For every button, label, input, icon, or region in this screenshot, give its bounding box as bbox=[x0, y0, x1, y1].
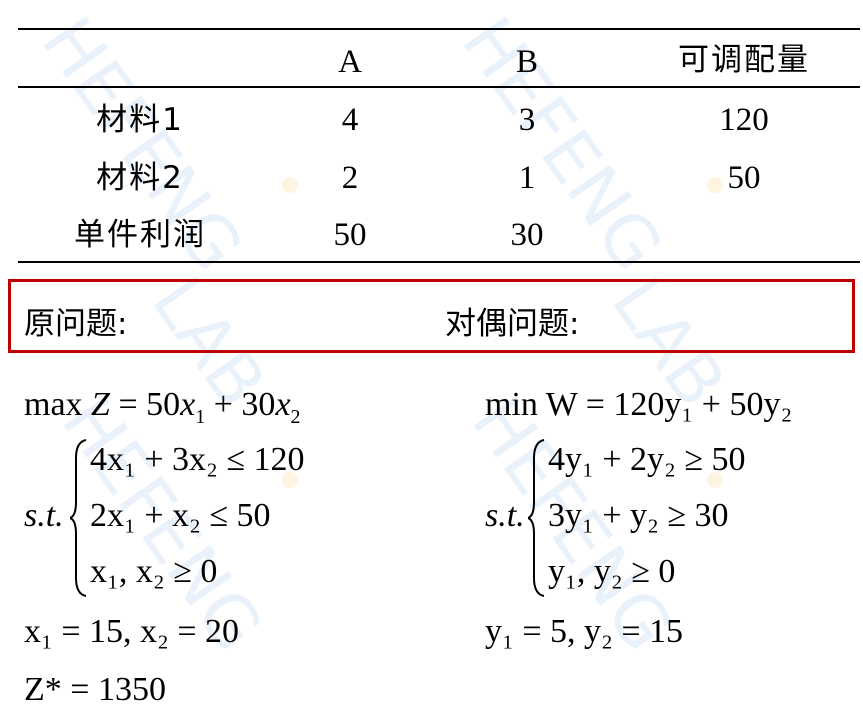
table-row-3-a: 50 bbox=[333, 217, 367, 253]
dual-constraint-2: 3y₁ + y₂ ≥ 30 bbox=[548, 497, 729, 534]
primal-constraint-2: 2x₁ + x₂ ≤ 50 bbox=[90, 497, 271, 534]
primal-heading: 原问题: bbox=[24, 306, 128, 342]
primal-objective: max Z = 50x1 + 30x2 bbox=[24, 386, 301, 428]
primal-st: s.t. bbox=[24, 497, 64, 534]
table-header-capacity: 可调配量 bbox=[678, 42, 810, 78]
primal-optimum: Z* = 1350 bbox=[24, 671, 166, 708]
dual-solution: y₁ = 5, y₂ = 15 bbox=[485, 613, 684, 650]
table-row-3-label: 单件利润 bbox=[74, 217, 206, 253]
table-row-1-capacity: 120 bbox=[719, 102, 769, 138]
primal-solution: x₁ = 15, x₂ = 20 bbox=[24, 613, 240, 650]
table-row-1-b: 3 bbox=[518, 102, 536, 138]
table-top-rule bbox=[18, 28, 860, 30]
table-header-a: A bbox=[338, 44, 362, 80]
table-header-rule bbox=[18, 86, 860, 88]
table-row-2-label: 材料2 bbox=[96, 160, 184, 196]
dual-st: s.t. bbox=[485, 497, 525, 534]
dual-brace bbox=[528, 439, 545, 597]
primal-brace bbox=[70, 439, 87, 597]
table-bottom-rule bbox=[18, 261, 860, 263]
table-header-b: B bbox=[515, 44, 539, 80]
primal-constraint-1: 4x₁ + 3x₂ ≤ 120 bbox=[90, 441, 305, 478]
table-row-1-label: 材料1 bbox=[96, 102, 184, 138]
dual-heading: 对偶问题: bbox=[445, 306, 580, 342]
highlight-box bbox=[8, 279, 855, 353]
table-row-3-b: 30 bbox=[510, 217, 544, 253]
table-row-1-a: 4 bbox=[341, 102, 359, 138]
table-row-2-a: 2 bbox=[341, 160, 359, 196]
table-row-2-b: 1 bbox=[518, 160, 536, 196]
dual-constraint-1: 4y₁ + 2y₂ ≥ 50 bbox=[548, 441, 746, 478]
primal-constraint-3: x₁, x₂ ≥ 0 bbox=[90, 553, 218, 590]
table-row-2-capacity: 50 bbox=[727, 160, 761, 196]
svg-text:HEFENG: HEFENG bbox=[446, 3, 678, 286]
dual-constraint-3: y₁, y₂ ≥ 0 bbox=[548, 553, 676, 590]
dual-objective: min W = 120y₁ + 50y₂ bbox=[485, 386, 793, 423]
